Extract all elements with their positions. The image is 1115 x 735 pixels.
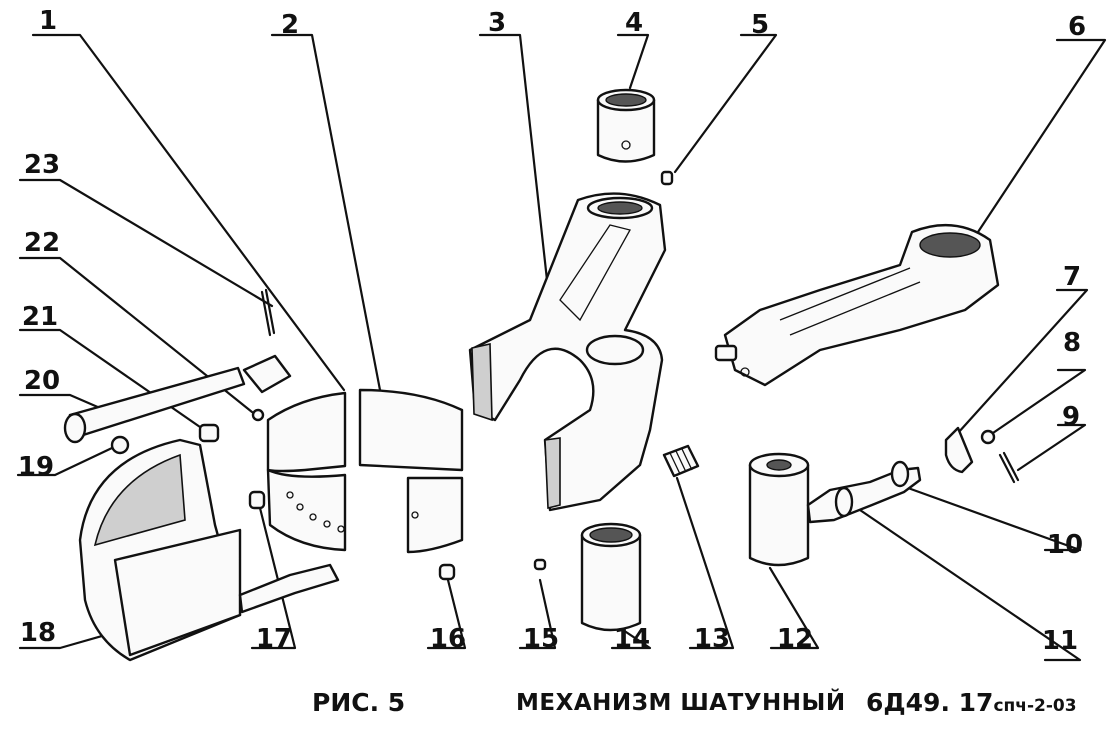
figure-title: МЕХАНИЗМ ШАТУННЫЙ [516, 690, 846, 716]
callout-20: 20 [23, 366, 61, 396]
part-8-nut [980, 429, 996, 445]
part-9-cotter-pin [998, 451, 1020, 484]
callout-4: 4 [624, 8, 644, 38]
part-3-connecting-rod [468, 192, 667, 512]
callout-18: 18 [19, 618, 57, 648]
drawing-code: 6Д49. 17спч-2-03 [866, 688, 1077, 721]
callout-5: 5 [750, 10, 770, 40]
callout-2: 2 [280, 10, 300, 40]
callout-23: 23 [23, 150, 61, 180]
callout-22: 22 [23, 228, 61, 258]
callout-16: 16 [429, 624, 467, 654]
part-17-plug [248, 490, 266, 510]
part-6-connecting-rod-assembly [714, 223, 1000, 387]
callout-9: 9 [1061, 402, 1081, 432]
callout-1: 1 [38, 6, 58, 36]
callout-17: 17 [255, 624, 293, 654]
part-15-pin [533, 558, 547, 571]
part-19-washer [110, 435, 130, 455]
part-4-bushing [596, 88, 656, 163]
callout-8: 8 [1062, 328, 1082, 358]
callout-11: 11 [1041, 626, 1079, 656]
part-20-long-bolt [63, 354, 292, 444]
drawing-code-suffix: спч-2-03 [993, 696, 1077, 716]
callout-19: 19 [17, 452, 55, 482]
part-23-pin [260, 288, 276, 337]
part-10-11-stepped-bolt [806, 460, 922, 524]
part-7-lock-plate [944, 426, 974, 474]
drawing-code-main: 6Д49. 17 [866, 688, 994, 717]
part-18-large-assembly [78, 438, 340, 662]
part-21-bushing [198, 423, 220, 443]
callout-21: 21 [21, 302, 59, 332]
callout-13: 13 [693, 624, 731, 654]
callout-6: 6 [1067, 12, 1087, 42]
callout-7: 7 [1062, 262, 1082, 292]
part-5-pin [660, 170, 674, 186]
part-2-bearing-shells [266, 388, 464, 554]
part-13-spline-sleeve [662, 444, 700, 478]
callout-3: 3 [487, 8, 507, 38]
part-22-ring [251, 408, 265, 422]
callout-12: 12 [776, 624, 814, 654]
callout-14: 14 [613, 624, 651, 654]
part-12-cylinder [748, 452, 810, 567]
figure-label: РИС. 5 [312, 688, 406, 717]
part-14-sleeve [580, 522, 642, 632]
part-16-plug [438, 563, 456, 581]
callout-15: 15 [522, 624, 560, 654]
callout-10: 10 [1046, 530, 1084, 560]
